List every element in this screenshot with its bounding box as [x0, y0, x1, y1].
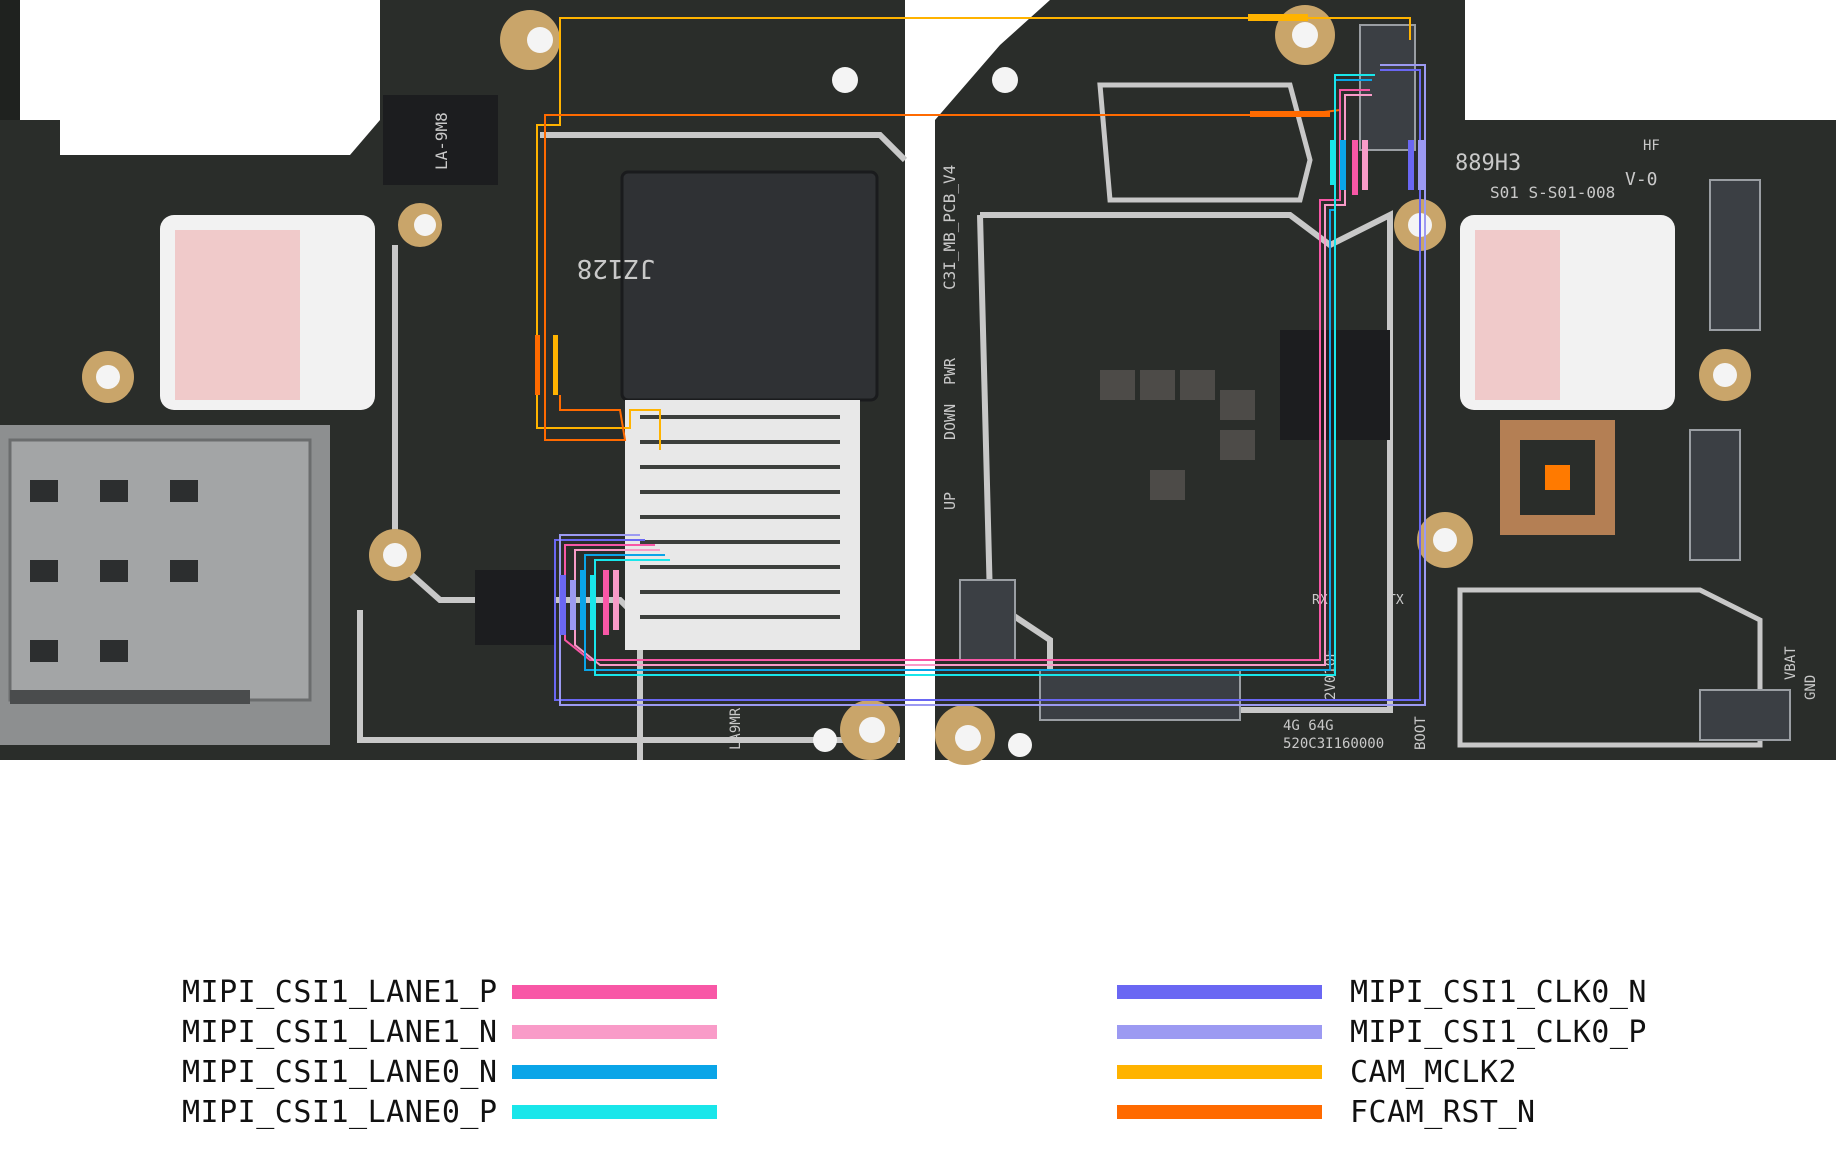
trace-clk0-p	[559, 64, 1426, 706]
memory-label: 4G 64G	[1283, 718, 1334, 734]
legend-label: MIPI_CSI1_LANE1_P	[182, 974, 498, 1010]
tx-label: TX	[1388, 593, 1404, 608]
legend-swatch	[1117, 1065, 1322, 1079]
trace-lane0-p	[594, 74, 1375, 676]
serial-label: 520C3I160000	[1283, 736, 1384, 752]
legend-item: MIPI_CSI1_CLK0_P	[1117, 1012, 1647, 1052]
legend-swatch	[512, 1025, 717, 1039]
legend-label: CAM_MCLK2	[1350, 1054, 1518, 1090]
trace-fcam-rst	[544, 109, 1341, 441]
trace-cam-mclk2	[536, 17, 1411, 450]
down-label: DOWN	[941, 404, 959, 440]
legend-label: MIPI_CSI1_CLK0_P	[1350, 1014, 1647, 1050]
trace-clk0-n	[554, 69, 1421, 701]
chip-marking: JZ128	[577, 253, 655, 283]
legend-label: MIPI_CSI1_CLK0_N	[1350, 974, 1647, 1010]
legend-item: MIPI_CSI1_LANE1_P	[182, 972, 717, 1012]
pcb-diagram: JZ128 LA-9M8 LA9MR	[0, 0, 1836, 765]
legend-label: MIPI_CSI1_LANE0_N	[182, 1054, 498, 1090]
ic-marking-2: LA9MR	[728, 707, 744, 750]
legend-swatch	[512, 1065, 717, 1079]
legend-label: MIPI_CSI1_LANE0_P	[182, 1094, 498, 1130]
gnd-label: GND	[1803, 675, 1819, 700]
boot-label: BOOT	[1413, 716, 1429, 750]
pcb-name: C3I_MB_PCB_V4	[940, 165, 959, 290]
legend-swatch	[512, 1105, 717, 1119]
signal-traces	[535, 14, 1426, 706]
legend-swatch	[1117, 985, 1322, 999]
hf-label: HF	[1643, 138, 1660, 154]
board-code: 889H3	[1455, 151, 1521, 176]
legend-item: MIPI_CSI1_LANE0_N	[182, 1052, 717, 1092]
vbat-label: VBAT	[1783, 646, 1799, 680]
right-board: C3I_MB_PCB_V4 PWR DOWN UP 889H3 V-0 S01 …	[935, 0, 1836, 765]
board-rev: V-0	[1625, 169, 1658, 190]
up-label: UP	[941, 492, 959, 510]
legend-label: FCAM_RST_N	[1350, 1094, 1536, 1130]
legend-item: MIPI_CSI1_LANE0_P	[182, 1092, 717, 1132]
left-board: JZ128 LA-9M8 LA9MR	[0, 0, 908, 760]
legend-item: CAM_MCLK2	[1117, 1052, 1517, 1092]
legend-label: MIPI_CSI1_LANE1_N	[182, 1014, 498, 1050]
legend-item: MIPI_CSI1_LANE1_N	[182, 1012, 717, 1052]
legend-swatch	[1117, 1105, 1322, 1119]
legend-item: FCAM_RST_N	[1117, 1092, 1536, 1132]
board-code-2: S01 S-S01-008	[1490, 183, 1615, 202]
legend-swatch	[512, 985, 717, 999]
legend-item: MIPI_CSI1_CLK0_N	[1117, 972, 1647, 1012]
ic-marking: LA-9M8	[432, 112, 451, 170]
pwr-label: PWR	[941, 357, 959, 385]
legend-swatch	[1117, 1025, 1322, 1039]
